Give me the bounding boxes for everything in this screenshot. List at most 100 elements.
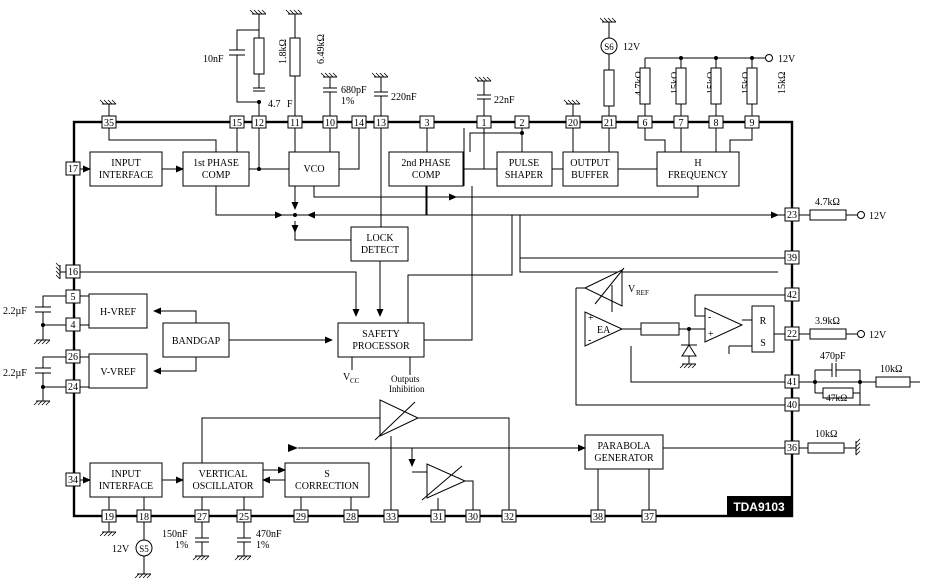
svg-text:VCO: VCO	[303, 164, 324, 175]
svg-text:15kΩ: 15kΩ	[777, 72, 788, 94]
svg-text:2nd PHASE: 2nd PHASE	[401, 158, 450, 169]
svg-text:GENERATOR: GENERATOR	[594, 453, 654, 464]
pin-4: 4	[71, 320, 76, 331]
res-3-9k	[809, 328, 847, 340]
svg-text:S: S	[324, 469, 330, 480]
svg-text:12V: 12V	[623, 42, 641, 53]
pin-34: 34	[68, 475, 78, 486]
svg-text:680pF: 680pF	[341, 85, 367, 96]
svg-text:150nF: 150nF	[162, 529, 188, 540]
svg-text:H-VREF: H-VREF	[100, 307, 137, 318]
svg-text:H: H	[694, 158, 701, 169]
svg-text:6.49kΩ: 6.49kΩ	[316, 34, 327, 64]
svg-text:470nF: 470nF	[256, 529, 282, 540]
svg-text:COMP: COMP	[202, 170, 231, 181]
right-control-section: V REF EA + - - + R S	[575, 267, 785, 406]
svg-text:12V: 12V	[869, 330, 887, 341]
pin-40: 40	[787, 400, 797, 411]
ground-top-1	[249, 9, 267, 30]
svg-text:220nF: 220nF	[391, 92, 417, 103]
svg-text:SAFETY: SAFETY	[362, 329, 400, 340]
block-1st-phase-comp: 1st PHASE COMP	[182, 151, 250, 187]
pin-11: 11	[290, 118, 300, 129]
svg-text:+: +	[588, 313, 594, 324]
svg-text:-: -	[708, 312, 711, 323]
pin-7: 7	[679, 118, 684, 129]
pin-14: 14	[354, 118, 364, 129]
pin-13: 13	[376, 118, 386, 129]
svg-text:3.9kΩ: 3.9kΩ	[815, 316, 840, 327]
block-v-vref: V-VREF	[88, 353, 148, 389]
svg-text:V: V	[343, 372, 351, 383]
svg-text:INPUT: INPUT	[111, 158, 140, 169]
pin-33: 33	[386, 512, 396, 523]
pin-27: 27	[197, 512, 207, 523]
pin-42: 42	[787, 290, 797, 301]
pin-10: 10	[325, 118, 335, 129]
pin-28: 28	[346, 512, 356, 523]
svg-text:2.2µF: 2.2µF	[3, 368, 27, 379]
svg-text:47kΩ: 47kΩ	[826, 394, 847, 404]
svg-text:INPUT: INPUT	[111, 469, 140, 480]
svg-text:VERTICAL: VERTICAL	[199, 469, 248, 480]
bottom-pins: 19 18 27 25 29 28 33 31 30 32 38 37	[101, 509, 657, 523]
block-2nd-phase-comp: 2nd PHASE COMP	[388, 151, 464, 187]
pin-30: 30	[468, 512, 478, 523]
svg-text:PROCESSOR: PROCESSOR	[352, 341, 410, 352]
svg-text:1.8kΩ: 1.8kΩ	[278, 39, 289, 64]
block-input-interface-bottom: INPUT INTERFACE	[89, 462, 163, 498]
svg-text:1%: 1%	[256, 540, 269, 551]
block-vco: VCO	[288, 151, 340, 187]
pin-8: 8	[714, 118, 719, 129]
block-parabola-generator: PARABOLA GENERATOR	[584, 434, 664, 470]
svg-text:1%: 1%	[341, 96, 354, 107]
pin-23: 23	[787, 210, 797, 221]
ground-680pF	[320, 72, 338, 78]
res-4-7k-top	[603, 69, 615, 107]
svg-text:+: +	[708, 329, 714, 340]
pin-38: 38	[593, 512, 603, 523]
pin-16: 16	[68, 267, 78, 278]
ground-pin35	[99, 99, 117, 116]
pin-24: 24	[68, 382, 78, 393]
pin-31: 31	[433, 512, 443, 523]
svg-text:OUTPUT: OUTPUT	[570, 158, 609, 169]
svg-text:DETECT: DETECT	[361, 245, 399, 256]
pin-37: 37	[644, 512, 654, 523]
external-left: 2.2µF 2.2µF	[3, 262, 66, 406]
svg-text:CORRECTION: CORRECTION	[295, 481, 359, 492]
block-input-interface-top: INPUT INTERFACE	[89, 151, 163, 187]
chip-label: TDA9103	[733, 500, 785, 514]
pin-32: 32	[504, 512, 514, 523]
svg-text:EA: EA	[597, 325, 611, 336]
svg-text:S: S	[760, 338, 766, 349]
svg-text:BANDGAP: BANDGAP	[172, 336, 221, 347]
svg-text:470pF: 470pF	[820, 351, 846, 362]
pin-2: 2	[520, 118, 525, 129]
pin-20: 20	[568, 118, 578, 129]
pin-25: 25	[239, 512, 249, 523]
pin-26: 26	[68, 352, 78, 363]
pin-19: 19	[104, 512, 114, 523]
svg-text:10nF: 10nF	[203, 54, 224, 65]
ground-s6	[599, 17, 617, 23]
svg-text:INTERFACE: INTERFACE	[99, 481, 153, 492]
svg-text:V-VREF: V-VREF	[100, 367, 136, 378]
svg-text:-: -	[588, 335, 591, 346]
res-4-7k-right	[809, 209, 847, 221]
vertical-amp-section	[201, 399, 785, 510]
svg-text:R: R	[760, 316, 767, 327]
left-pins: 17 16 5 4 26 24 34	[65, 161, 81, 487]
external-bottom: S5 12V 150nF 1% 470nF 1%	[99, 363, 697, 579]
block-safety-processor: SAFETY PROCESSOR	[337, 322, 425, 358]
svg-text:12V: 12V	[869, 211, 887, 222]
svg-text:S5: S5	[139, 544, 149, 554]
block-pulse-shaper: PULSE SHAPER	[496, 151, 553, 187]
block-s-correction: S CORRECTION	[284, 462, 370, 498]
pin-36: 36	[787, 443, 797, 454]
pin-1: 1	[482, 118, 487, 129]
svg-text:Outputs: Outputs	[391, 374, 420, 384]
chip-label-box	[727, 496, 792, 516]
block-bandgap: BANDGAP	[162, 322, 230, 358]
